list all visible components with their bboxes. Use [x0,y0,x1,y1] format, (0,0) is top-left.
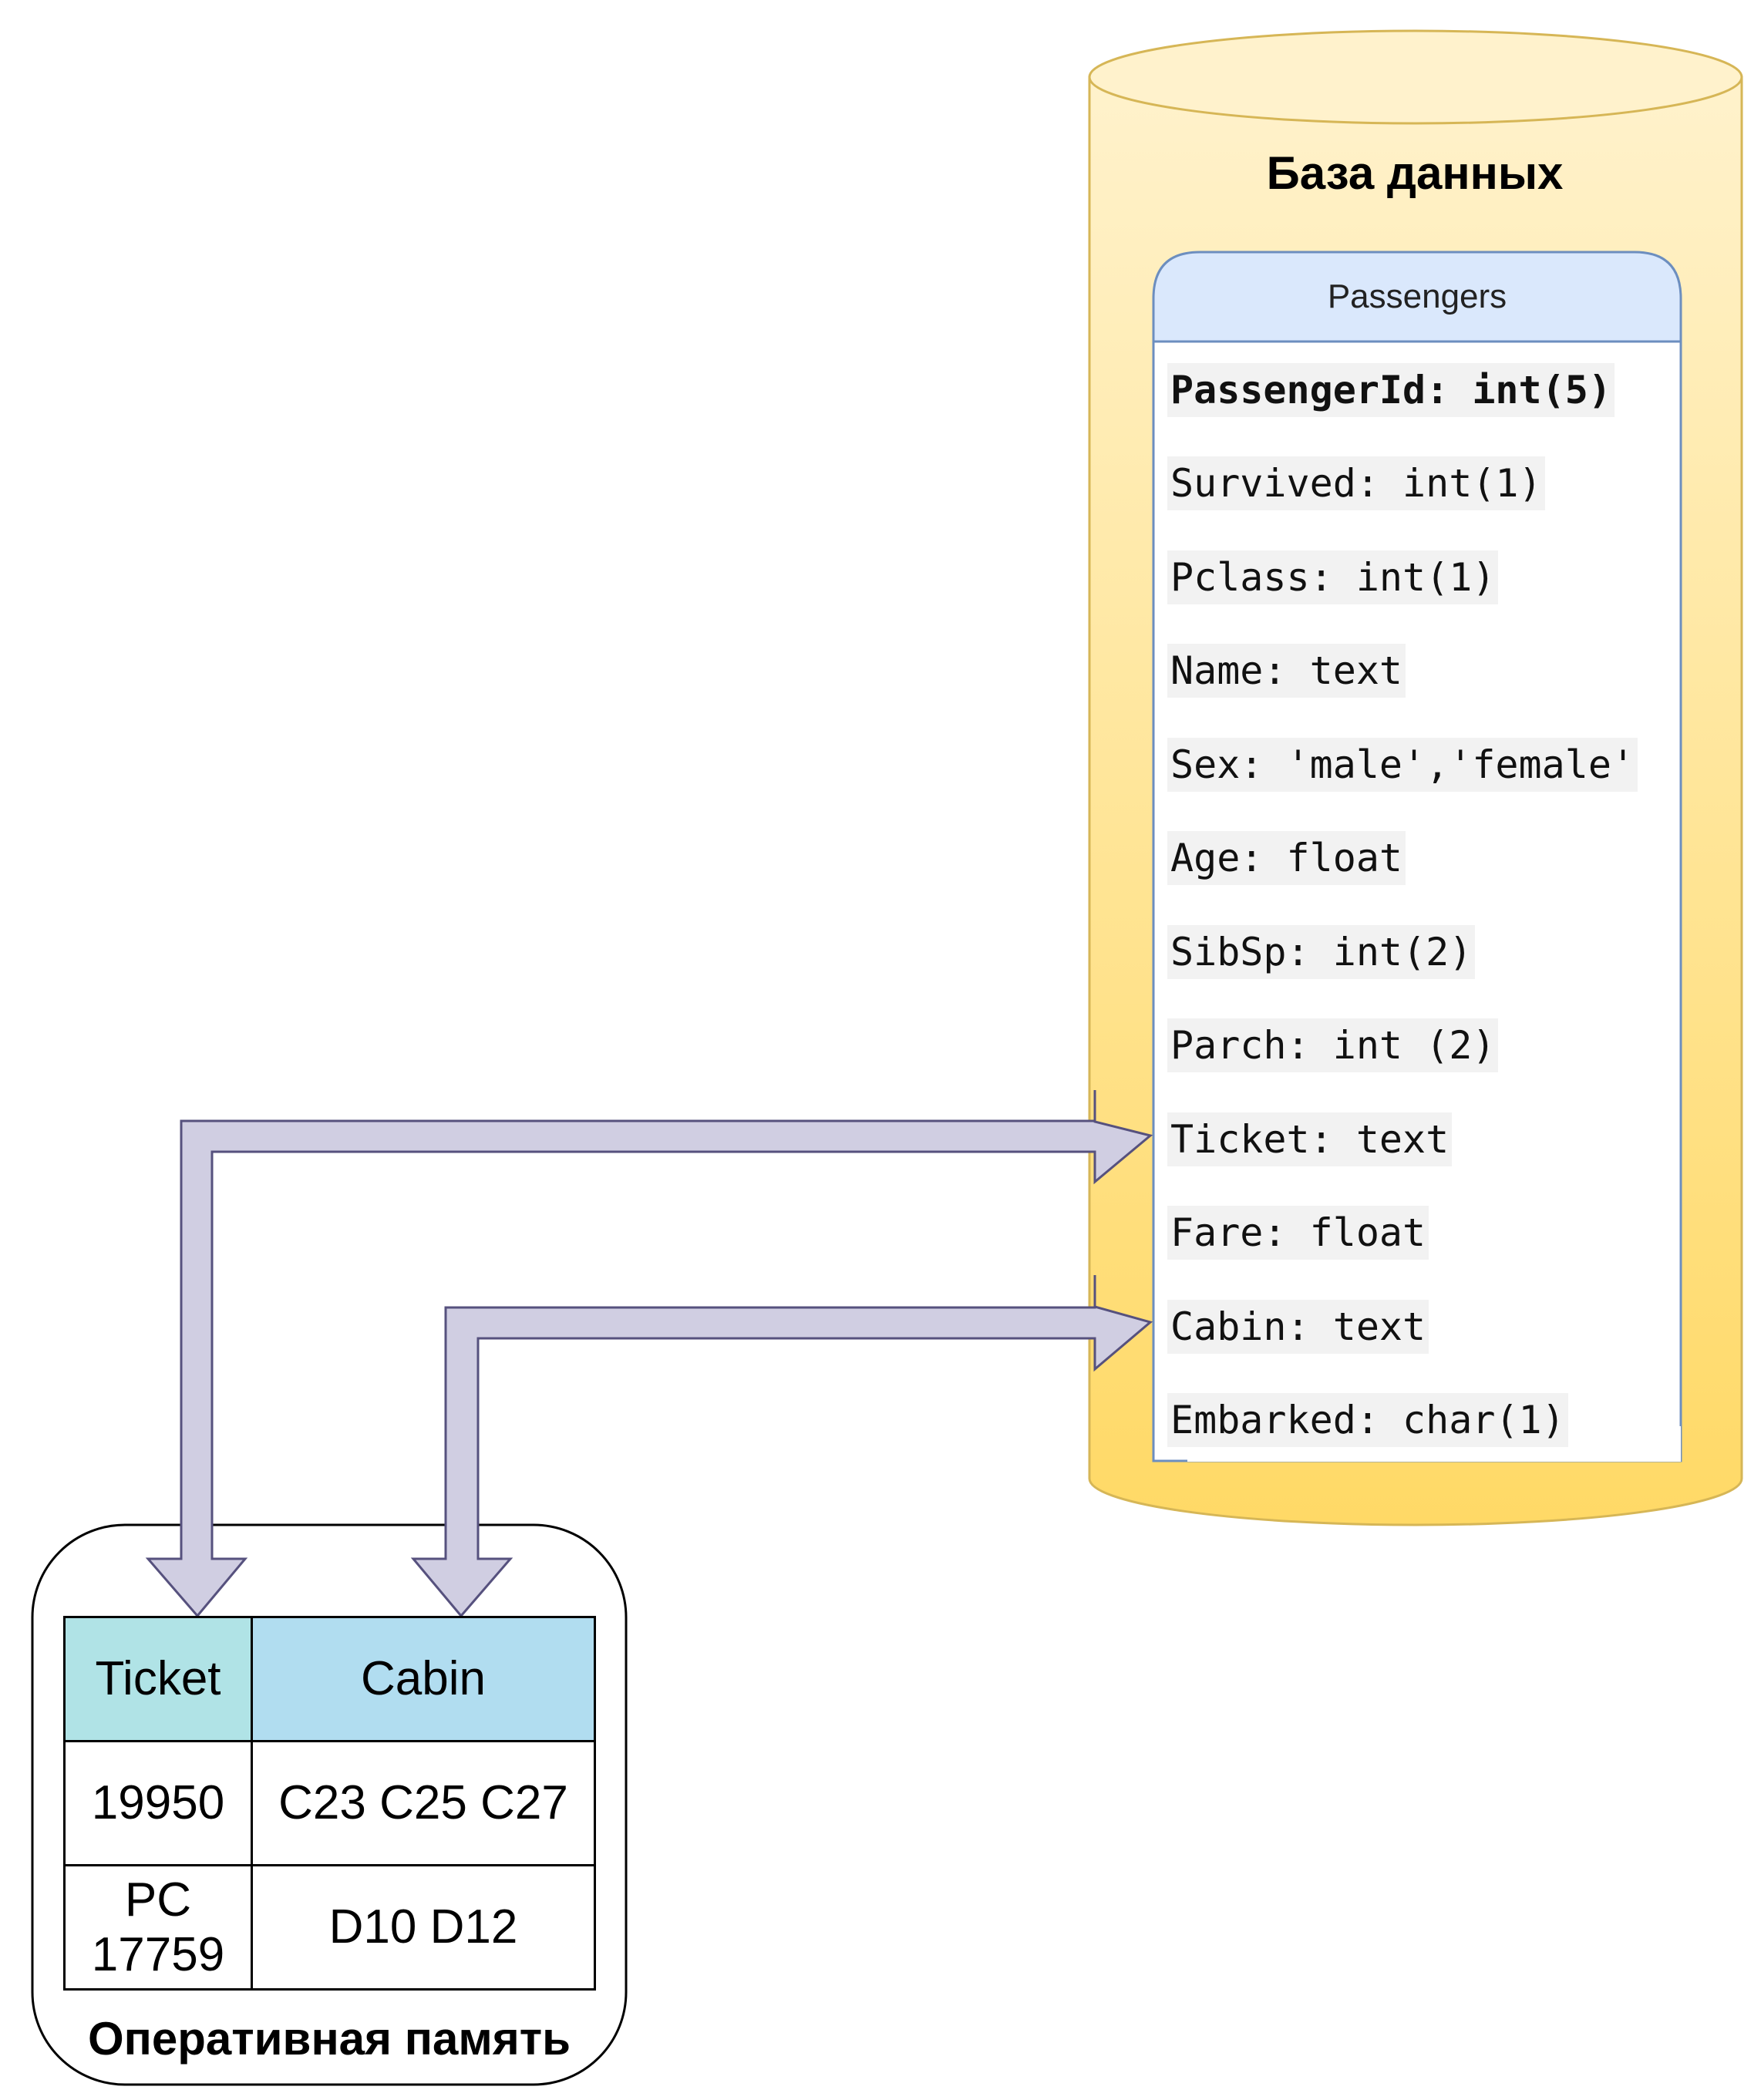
field-cabin: Cabin: text [1167,1280,1676,1374]
entity-field-list: PassengerId: int(5) Survived: int(1) Pcl… [1167,343,1676,1467]
field-sex: Sex: 'male','female' [1167,718,1676,812]
table-cell-ticket: 19950 [63,1740,253,1866]
field-label: Embarked: char(1) [1167,1393,1568,1448]
table-header-row: Ticket Cabin [63,1616,596,1742]
table-cell-ticket: PC 17759 [63,1864,253,1991]
field-parch: Parch: int (2) [1167,999,1676,1093]
field-label: Parch: int (2) [1167,1018,1499,1073]
memory-table: Ticket Cabin 19950 C23 C25 C27 PC 17759 … [63,1616,596,1991]
field-label: Age: float [1167,831,1406,886]
field-label: PassengerId: int(5) [1167,362,1615,417]
field-pclass: Pclass: int(1) [1167,530,1676,624]
field-passengerid: PassengerId: int(5) [1167,343,1676,437]
database-title: База данных [1266,147,1564,199]
field-sibsp: SibSp: int(2) [1167,905,1676,999]
field-age: Age: float [1167,812,1676,906]
field-label: Name: text [1167,644,1406,698]
field-label: Fare: float [1167,1206,1429,1260]
field-label: Ticket: text [1167,1112,1453,1166]
field-embarked: Embarked: char(1) [1167,1374,1676,1468]
column-header-cabin: Cabin [251,1616,596,1742]
table-cell-cabin: C23 C25 C27 [251,1740,596,1866]
field-name: Name: text [1167,624,1676,719]
field-ticket: Ticket: text [1167,1092,1676,1186]
table-cell-cabin: D10 D12 [251,1864,596,1991]
field-fare: Fare: float [1167,1186,1676,1281]
table-row: PC 17759 D10 D12 [63,1864,596,1991]
table-row: 19950 C23 C25 C27 [63,1740,596,1866]
field-label: Survived: int(1) [1167,456,1545,511]
ticket-arrow [145,1090,1153,1618]
field-label: Pclass: int(1) [1167,550,1499,604]
column-header-ticket: Ticket [63,1616,253,1742]
entity-name: Passengers [1327,278,1507,315]
field-label: SibSp: int(2) [1167,924,1476,979]
cabin-arrow [410,1275,1153,1618]
field-survived: Survived: int(1) [1167,437,1676,531]
field-label: Sex: 'male','female' [1167,737,1638,792]
memory-title: Оперативная память [87,2013,571,2065]
field-label: Cabin: text [1167,1299,1429,1354]
